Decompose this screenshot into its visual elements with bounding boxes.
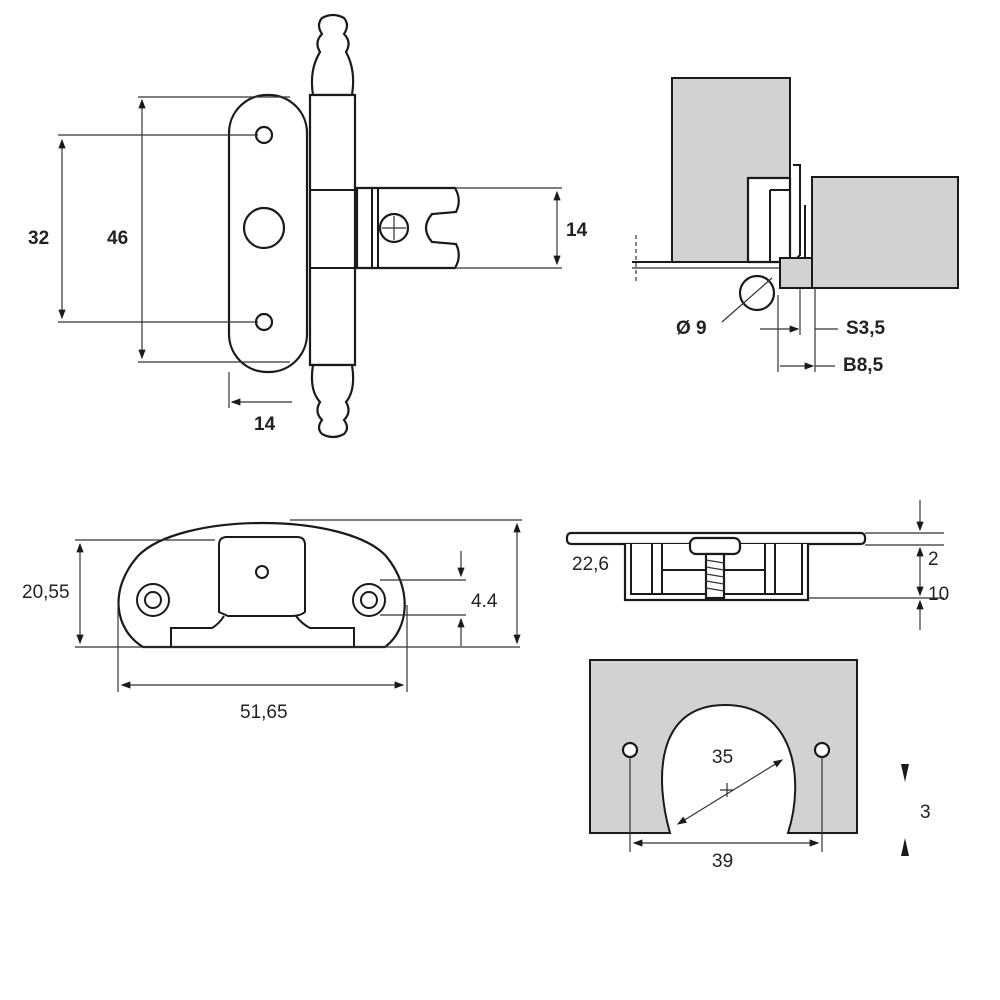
screw-hole-right — [813, 741, 831, 759]
dim-10-label: 10 — [928, 584, 949, 605]
plate-hole-bottom — [254, 312, 274, 332]
hinge-section-view: Ø 9 S3,5 B8,5 — [632, 77, 959, 376]
bore-cutout-view: 39 35 3 — [589, 659, 931, 872]
dim-4-4-label: 4.4 — [471, 591, 498, 612]
bore-center-mark — [720, 783, 734, 797]
dim-32-label: 32 — [28, 228, 49, 249]
dim-20-55-label: 20,55 — [22, 582, 70, 603]
plate-hole-center — [242, 206, 286, 250]
arrow-up-icon — [901, 838, 909, 856]
dim-2-label: 2 — [928, 549, 939, 570]
mounting-plate-outline — [117, 522, 406, 649]
dim-22-6-label: 22,6 — [572, 554, 609, 575]
dim-3-label: 3 — [920, 802, 931, 823]
door-panel — [811, 176, 959, 289]
hinge-front-view: 32 46 14 14 — [28, 13, 588, 439]
dim-46-label: 46 — [107, 228, 128, 249]
adjustment-screw-head — [688, 536, 742, 556]
dim-14-plate-label: 14 — [254, 414, 276, 435]
hinge-pin-bottom-finial — [310, 363, 355, 439]
dim-b-label: B8,5 — [843, 355, 884, 376]
dim-diameter-label: Ø 9 — [676, 318, 707, 339]
center-hole — [255, 565, 269, 579]
screw-hole-left — [621, 741, 639, 759]
dim-14-knuckle-label: 14 — [566, 220, 588, 241]
dim-35-label: 35 — [712, 747, 733, 768]
hinge-pin-shaft — [308, 93, 357, 367]
mounting-plate-front-view: 20,55 51,65 4.4 — [22, 519, 522, 723]
plate-hole-top — [254, 125, 274, 145]
hinge-pin-top-finial — [310, 13, 355, 97]
mounting-plate-side-view: 22,6 2 10 — [565, 500, 949, 630]
dim-39-label: 39 — [712, 851, 733, 872]
door-material-with-bore — [589, 659, 858, 834]
dim-s-label: S3,5 — [846, 318, 886, 339]
arrow-down-icon — [901, 764, 909, 782]
dim-51-65-label: 51,65 — [240, 702, 288, 723]
